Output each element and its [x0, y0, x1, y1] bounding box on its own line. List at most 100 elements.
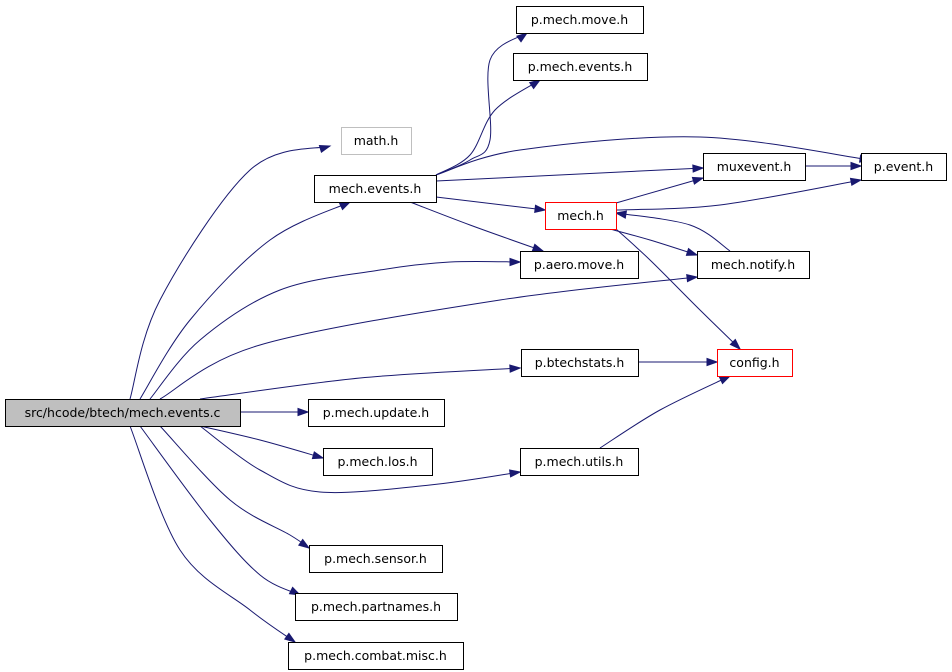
edge-root-to-mech-events-h [139, 201, 352, 400]
arrowhead-icon [509, 257, 522, 267]
node-box [288, 642, 464, 670]
edge-p-mech-utils-to-config [599, 375, 732, 449]
edge-line [159, 425, 310, 549]
node-label: p.aero.move.h [534, 257, 624, 272]
node-label: p.mech.sensor.h [324, 551, 427, 566]
arrowhead-icon [516, 32, 529, 43]
edge-root-to-math [129, 144, 332, 400]
arrowhead-icon [686, 274, 699, 283]
node-label: mech.notify.h [711, 257, 795, 272]
node-p-mech-utils[interactable]: p.mech.utils.h [520, 448, 639, 476]
node-label: mech.events.h [329, 181, 422, 196]
node-box [520, 251, 639, 279]
edge-line [435, 196, 546, 211]
arrowhead-icon [531, 243, 545, 252]
arrowhead-icon [297, 538, 311, 549]
edge-root-to-p-mech-sensor [159, 425, 311, 549]
node-box [521, 349, 639, 377]
edge-mech-events-h-to-p-mech-move [435, 32, 529, 176]
node-mech-notify[interactable]: mech.notify.h [697, 251, 810, 279]
edge-mech-to-muxevent [615, 176, 705, 204]
edge-line [435, 32, 528, 176]
edge-root-to-p-aero-move [149, 257, 522, 400]
edge-root-to-mech-notify [159, 274, 699, 400]
node-box [697, 251, 810, 279]
edge-line [615, 228, 741, 350]
node-muxevent[interactable]: muxevent.h [703, 153, 806, 181]
arrowhead-icon [729, 338, 742, 351]
node-label: config.h [729, 355, 779, 370]
node-label: p.mech.utils.h [535, 454, 624, 469]
edge-line [149, 260, 521, 400]
node-p-mech-move[interactable]: p.mech.move.h [516, 6, 644, 34]
node-mech-events-h[interactable]: mech.events.h [314, 175, 437, 203]
edge-line [409, 201, 544, 252]
arrowhead-icon [509, 469, 522, 478]
arrowhead-icon [297, 407, 310, 417]
node-label: p.mech.los.h [337, 454, 417, 469]
arrowhead-icon [614, 210, 628, 219]
node-root[interactable]: src/hcode/btech/mech.events.c [5, 399, 241, 427]
edges-layer [129, 32, 872, 643]
edge-line [129, 425, 296, 643]
node-box [295, 593, 458, 621]
node-label: p.mech.update.h [323, 405, 429, 420]
edge-mech-to-config [615, 228, 742, 351]
node-label: p.mech.partnames.h [311, 599, 441, 614]
node-box [314, 175, 437, 203]
edge-mech-to-p-event [615, 177, 863, 211]
node-label: p.mech.events.h [528, 59, 633, 74]
edge-root-to-p-btechstats [199, 364, 522, 400]
edge-line [615, 177, 704, 204]
edge-line [615, 179, 862, 211]
edge-line [615, 212, 731, 252]
edge-line [199, 425, 521, 494]
node-label: mech.h [557, 208, 604, 223]
node-box [5, 399, 241, 427]
edge-mech-events-h-to-p-aero-move [409, 201, 545, 252]
edge-line [159, 276, 698, 400]
edge-line [435, 136, 871, 176]
node-box [861, 153, 947, 181]
edge-root-to-p-mech-utils [199, 425, 522, 494]
arrowhead-icon [338, 201, 352, 211]
edge-line [129, 145, 331, 400]
arrowhead-icon [706, 357, 719, 367]
node-p-mech-sensor[interactable]: p.mech.sensor.h [309, 545, 443, 573]
node-mech[interactable]: mech.h [545, 202, 617, 230]
arrowhead-icon [318, 144, 332, 154]
node-p-aero-move[interactable]: p.aero.move.h [520, 251, 639, 279]
node-box [520, 448, 639, 476]
node-p-mech-los[interactable]: p.mech.los.h [323, 448, 433, 476]
node-box [545, 202, 617, 230]
node-math[interactable]: math.h [341, 127, 412, 155]
arrowhead-icon [509, 364, 522, 373]
arrowhead-icon [311, 451, 325, 460]
node-box [513, 53, 648, 81]
arrowhead-icon [691, 176, 705, 185]
edge-mech-events-h-to-p-mech-events [435, 79, 542, 176]
node-label: src/hcode/btech/mech.events.c [25, 405, 221, 420]
node-p-mech-update[interactable]: p.mech.update.h [308, 399, 445, 427]
node-p-mech-events[interactable]: p.mech.events.h [513, 53, 648, 81]
node-p-btechstats[interactable]: p.btechstats.h [521, 349, 639, 377]
node-label: math.h [354, 133, 399, 148]
arrowhead-icon [685, 247, 699, 256]
node-box [323, 448, 433, 476]
node-p-mech-partnames[interactable]: p.mech.partnames.h [295, 593, 458, 621]
edge-muxevent-to-p-event [805, 161, 863, 171]
edge-mech-events-h-to-mech [435, 196, 547, 213]
node-p-event[interactable]: p.event.h [861, 153, 947, 181]
node-p-mech-combat-misc[interactable]: p.mech.combat.misc.h [288, 642, 464, 670]
node-config[interactable]: config.h [717, 349, 793, 377]
node-label: muxevent.h [717, 159, 792, 174]
arrowhead-icon [534, 204, 547, 213]
node-label: p.mech.combat.misc.h [304, 648, 447, 663]
node-box [717, 349, 793, 377]
node-box [309, 545, 443, 573]
arrowhead-icon [692, 164, 705, 173]
edge-line [199, 425, 324, 459]
arrowhead-icon [283, 632, 297, 643]
node-box [516, 6, 644, 34]
